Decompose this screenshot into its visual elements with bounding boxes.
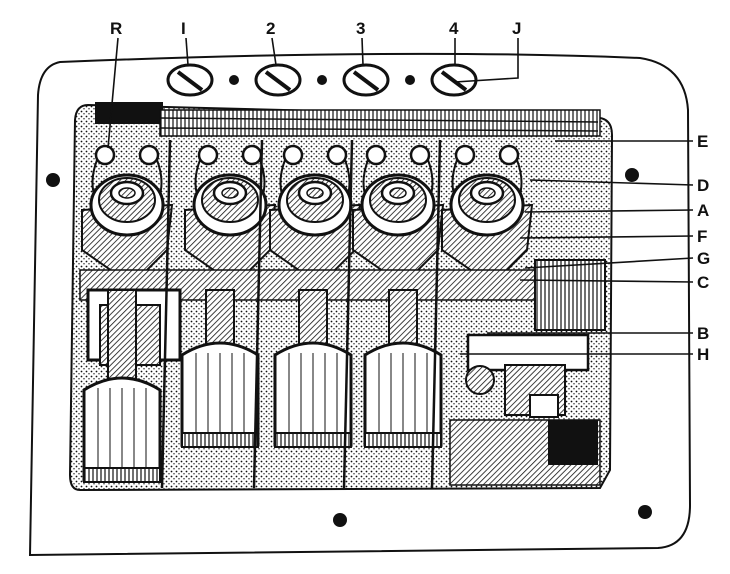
label-r: R [110, 19, 122, 38]
panel-screw [46, 173, 60, 187]
separator-rod [430, 139, 442, 489]
label-c: C [697, 273, 709, 292]
separator-rod [342, 139, 354, 489]
separator-dot [317, 75, 327, 85]
coil-assemblies [81, 144, 534, 287]
panel-screw [638, 505, 652, 519]
separator-rod [252, 139, 264, 489]
label-1: I [181, 19, 186, 38]
label-f: F [697, 227, 707, 246]
coil-assembly [81, 144, 174, 287]
label-b: B [697, 324, 709, 343]
label-a: A [697, 201, 709, 220]
label-3: 3 [356, 19, 365, 38]
adjuster-cylinder [273, 289, 353, 448]
adjusting-screw [430, 63, 478, 97]
label-4: 4 [449, 19, 459, 38]
leader-lines [107, 37, 694, 355]
adjusting-screw [166, 63, 214, 97]
label-g: G [697, 249, 710, 268]
label-2: 2 [266, 19, 275, 38]
panel-screw [625, 168, 639, 182]
adjusting-screw [254, 63, 302, 97]
separator-rod [160, 139, 172, 489]
separator-dot [229, 75, 239, 85]
adjuster-cylinder [180, 289, 260, 448]
coil-assembly [352, 144, 445, 287]
label-d: D [697, 176, 709, 195]
label-j: J [512, 19, 521, 38]
callout-labels: R I 2 3 4 J E D A F G C B H [110, 19, 710, 364]
right-assembly [449, 259, 606, 486]
coil-assembly [441, 144, 534, 287]
label-e: E [697, 132, 708, 151]
panel-outline [28, 52, 692, 557]
adjuster-cylinder [363, 289, 443, 448]
adjuster-cylinder [82, 289, 162, 483]
label-h: H [697, 345, 709, 364]
adjusting-screws [166, 63, 478, 97]
adjuster-cylinders [82, 289, 443, 483]
separator-rods [160, 139, 442, 489]
separator-dot [405, 75, 415, 85]
coil-assembly [269, 144, 362, 287]
panel-screw [333, 513, 347, 527]
adjusting-screw [342, 63, 390, 97]
